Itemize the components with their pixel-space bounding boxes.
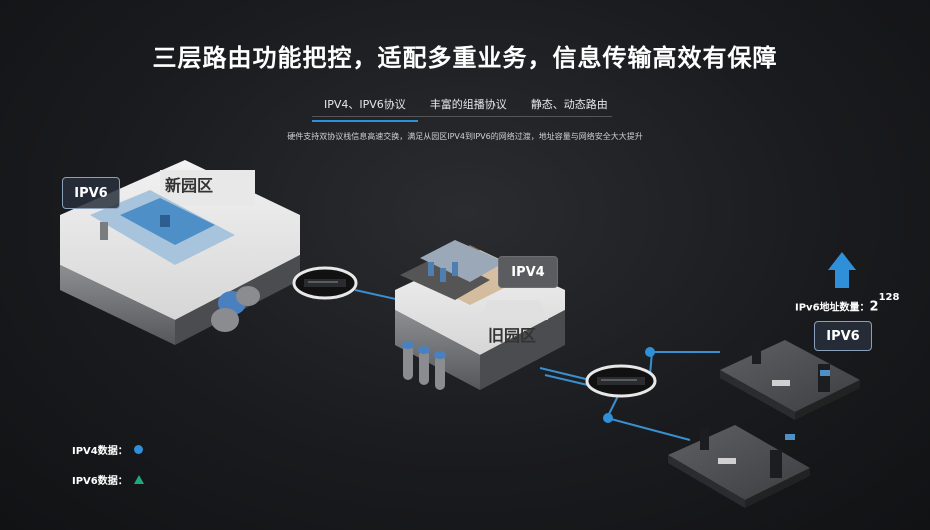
ipv6-address-count: IPv6地址数量：2128 (795, 292, 899, 315)
up-arrow-icon (828, 252, 856, 288)
tab-routing[interactable]: 静态、动态路由 (530, 98, 608, 111)
legend-ipv4-label: IPV4数据： (72, 446, 128, 457)
address-exponent: 128 (878, 292, 900, 303)
legend-ipv6: IPV6数据： (72, 472, 144, 487)
triangle-icon (133, 475, 144, 484)
address-base: 2 (869, 299, 879, 315)
page-title: 三层路由功能把控，适配多重业务，信息传输高效有保障 (152, 44, 778, 72)
tab-divider (312, 116, 612, 117)
address-label: IPv6地址数量： (795, 302, 870, 314)
new-campus-tag: IPV6 (62, 177, 120, 209)
switch-device-1 (292, 266, 358, 300)
old-campus-label: 旧园区 (488, 326, 537, 345)
remote-site-tag: IPV6 (814, 321, 872, 351)
page-subtitle: 硬件支持双协议栈信息高速交换，满足从园区IPV4到IPV6的网络过渡，地址容量与… (287, 132, 643, 141)
remote-floor-lower (668, 425, 810, 508)
legend-ipv6-label: IPV6数据： (72, 476, 128, 487)
tab-multicast[interactable]: 丰富的组播协议 (429, 98, 507, 111)
tab-bar: IPV4、IPV6协议 丰富的组播协议 静态、动态路由 (312, 92, 620, 122)
switch-device-2 (585, 364, 657, 398)
old-campus-tag: IPV4 (498, 256, 558, 288)
legend-ipv4: IPV4数据： (72, 442, 143, 457)
new-campus-building (60, 160, 300, 345)
tab-ipv4-ipv6[interactable]: IPV4、IPV6协议 (312, 92, 418, 122)
new-campus-label: 新园区 (165, 176, 214, 195)
remote-floor-upper (720, 340, 860, 420)
circle-icon (133, 445, 143, 454)
